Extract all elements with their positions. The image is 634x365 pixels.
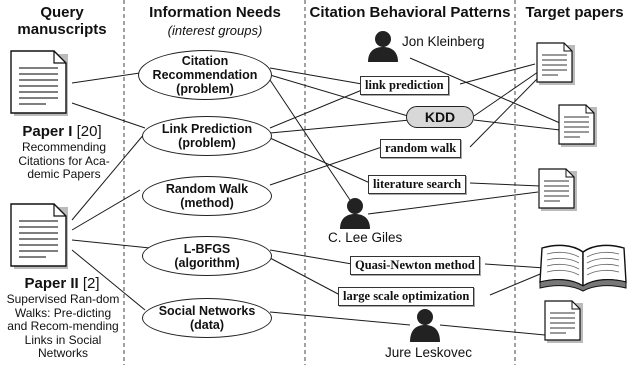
- document-icon-target-4: [544, 300, 583, 343]
- pattern-link-prediction: link prediction: [360, 76, 449, 95]
- person-icon-giles: [340, 198, 370, 229]
- pattern-literature-search: literature search: [368, 175, 467, 194]
- need-social-networks: Social Networks(data): [142, 298, 272, 338]
- pattern-large-scale-optimization: large scale optimization: [338, 287, 475, 306]
- person-name-kleinberg: Jon Kleinberg: [402, 34, 485, 49]
- document-icon-target-3: [538, 168, 577, 211]
- pattern-quasi-newton: Quasi-Newton method: [350, 256, 480, 275]
- pattern-kdd: KDD: [406, 106, 474, 128]
- document-icon-target-2: [558, 104, 597, 147]
- header-query-manuscripts: Query manuscripts: [17, 4, 107, 38]
- paper-1-description: Recommending Citations for Aca-demic Pap…: [18, 140, 110, 181]
- need-l-bfgs: L-BFGS(algorithm): [142, 236, 272, 276]
- paper-2-description: Supervised Ran-dom Walks: Pre-dicting an…: [6, 292, 120, 360]
- header-target-papers: Target papers: [525, 4, 624, 21]
- person-icon-kleinberg: [368, 31, 398, 62]
- header-citation-patterns: Citation Behavioral Patterns: [309, 4, 511, 21]
- paper-2-title: Paper II [2]: [24, 275, 100, 292]
- person-name-leskovec: Jure Leskovec: [385, 345, 473, 360]
- person-name-giles: C. Lee Giles: [328, 230, 403, 245]
- header-interest-groups: (interest groups): [167, 23, 263, 38]
- pattern-random-walk: random walk: [380, 139, 462, 158]
- document-icon-paper-2: [10, 203, 68, 269]
- document-icon-target-1: [536, 42, 575, 85]
- person-icon-leskovec: [410, 309, 440, 342]
- open-book-icon: [539, 244, 627, 292]
- header-information-needs: Information Needs: [149, 4, 281, 21]
- need-random-walk: Random Walk(method): [142, 176, 272, 216]
- paper-1-title: Paper I [20]: [22, 123, 102, 140]
- need-link-prediction: Link Prediction(problem): [142, 116, 272, 156]
- document-icon-paper-1: [10, 50, 68, 116]
